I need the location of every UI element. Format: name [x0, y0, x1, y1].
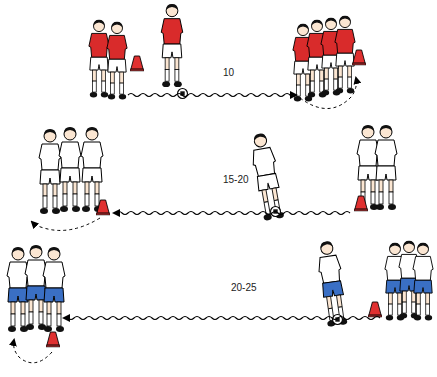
dribble-path [64, 317, 380, 320]
cone [130, 56, 144, 71]
cone [368, 302, 382, 317]
run-path [300, 78, 357, 109]
distance-label: 10 [222, 67, 235, 79]
player-white [81, 127, 103, 212]
cone [352, 50, 366, 65]
player-red [161, 4, 183, 87]
dribble-path [114, 212, 350, 215]
player-blue [43, 247, 65, 332]
player-white [248, 132, 285, 221]
distance-label: 15-20 [222, 174, 250, 186]
player-red [89, 20, 109, 98]
player-white [375, 125, 397, 210]
player-white [59, 127, 81, 212]
cone [46, 332, 60, 347]
player-red [335, 16, 355, 94]
distance-label: 20-25 [230, 282, 258, 294]
player-red [107, 22, 127, 100]
cone [354, 196, 368, 211]
cone [96, 200, 110, 215]
player-blue [25, 245, 47, 330]
run-path [14, 340, 52, 363]
run-path [32, 218, 100, 230]
player-blue [315, 240, 349, 327]
player-white [39, 129, 61, 214]
player-blue [7, 247, 29, 332]
player-blue [413, 243, 433, 321]
dribble-path [128, 94, 296, 97]
